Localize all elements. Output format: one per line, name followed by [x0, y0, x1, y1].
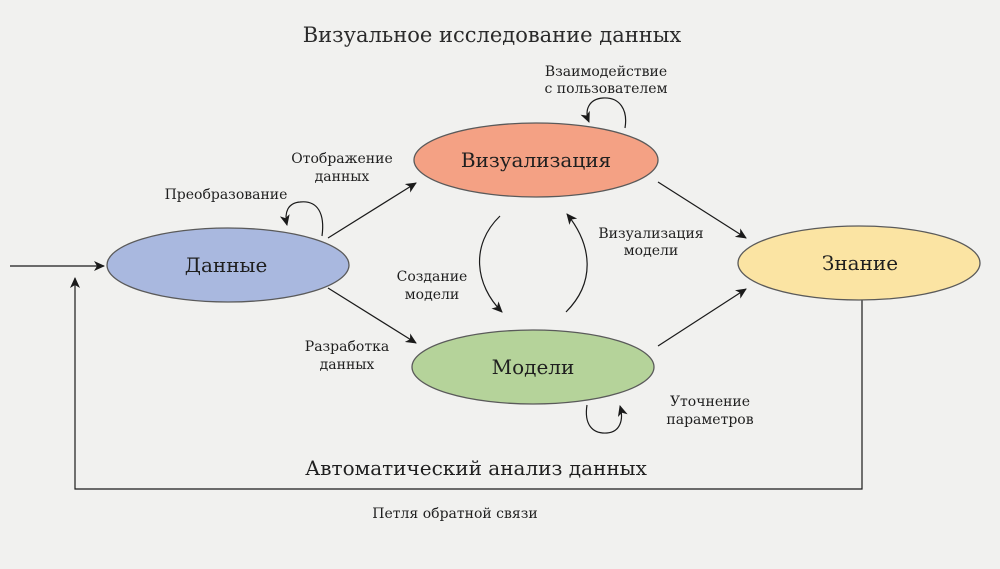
node-visualization-label: Визуализация	[461, 148, 611, 172]
label-user-interaction-line1: Взаимодействие	[545, 64, 667, 80]
loop-parameter-refinement	[585, 404, 628, 434]
label-model-visualization-line2: модели	[624, 243, 678, 259]
automatic-analysis-label: Автоматический анализ данных	[305, 456, 647, 480]
label-user-interaction-line2: с пользователем	[545, 81, 668, 97]
node-models	[411, 329, 655, 405]
diagram-title: Визуальное исследование данных	[303, 23, 682, 47]
label-parameter-refinement-line1: Уточнение	[670, 394, 750, 410]
feedback-loop-line	[70, 277, 863, 490]
label-model-creation-line1: Создание	[397, 269, 468, 285]
label-model-visualization-line1: Визуализация	[598, 226, 703, 242]
label-data-development-line1: Разработка	[305, 339, 389, 355]
node-models-label: Модели	[492, 355, 575, 379]
arrow-model-visualization	[565, 213, 588, 313]
arrow-model-creation	[478, 215, 503, 313]
node-visualization	[413, 122, 659, 198]
node-knowledge	[737, 225, 981, 301]
label-parameter-refinement-line2: параметров	[666, 412, 753, 428]
arrow-data-to-models	[327, 287, 417, 344]
arrow-data-to-visualization	[327, 182, 417, 239]
label-transformation: Преобразование	[165, 187, 288, 203]
label-data-display-line2: данных	[315, 169, 370, 185]
label-data-development-line2: данных	[320, 357, 375, 373]
loop-transformation	[279, 201, 324, 237]
feedback-loop-label: Петля обратной связи	[372, 506, 537, 522]
arrow-models-to-knowledge	[657, 288, 747, 347]
loop-user-interaction	[580, 97, 627, 129]
node-data	[106, 227, 350, 303]
label-model-creation-line2: модели	[405, 287, 459, 303]
label-data-display-line1: Отображение	[291, 151, 393, 167]
arrow-visualization-to-knowledge	[657, 181, 747, 239]
node-knowledge-label: Знание	[822, 251, 898, 275]
node-data-label: Данные	[185, 253, 268, 277]
